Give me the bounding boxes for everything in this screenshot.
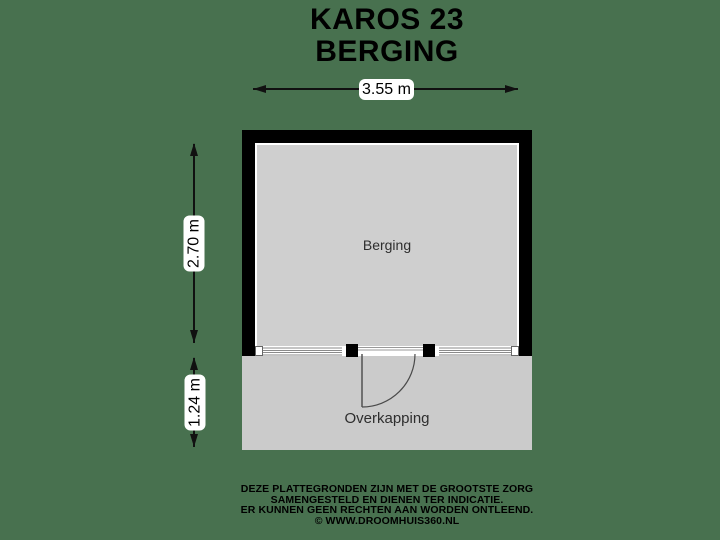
disclaimer: DEZE PLATTEGRONDEN ZIJN MET DE GROOTSTE … [207, 484, 567, 526]
page-title: KAROS 23 BERGING [241, 4, 533, 68]
arrow-down-icon [190, 330, 198, 343]
arrow-down-icon [190, 434, 198, 447]
post-left [346, 344, 358, 357]
frame-gap [342, 346, 346, 356]
wall-top [242, 130, 532, 143]
room-label-overkapping: Overkapping [344, 410, 430, 427]
dimension-overhang-depth-label: 1.24 m [184, 374, 206, 431]
room-label-berging: Berging [362, 237, 412, 253]
wall-right [519, 143, 532, 356]
dimension-room-depth-label: 2.70 m [183, 215, 205, 272]
disclaimer-copyright: © WWW.DROOMHUIS360.NL [314, 514, 460, 527]
arrow-up-icon [190, 357, 198, 370]
disclaimer-line-1: DEZE PLATTEGRONDEN ZIJN MET DE GROOTSTE … [240, 483, 534, 495]
door-threshold [358, 346, 423, 356]
arrow-right-icon [505, 85, 518, 93]
wall-left [242, 143, 255, 356]
glazed-front-wall [255, 346, 519, 356]
arrow-up-icon [190, 143, 198, 156]
post-right [423, 344, 435, 357]
dimension-width-label: 3.55 m [359, 79, 414, 100]
window-frame-cap-right [511, 346, 519, 356]
frame-gap [435, 346, 439, 356]
arrow-left-icon [253, 85, 266, 93]
room-floor-berging [255, 143, 519, 346]
disclaimer-line-3: ER KUNNEN GEEN RECHTEN AAN WORDEN ONTLEE… [240, 504, 534, 517]
window-left [263, 346, 342, 356]
disclaimer-line-2: SAMENGESTELD EN DIENEN TER INDICATIE. [270, 493, 504, 506]
window-right [439, 346, 513, 356]
window-frame-cap-left [255, 346, 263, 356]
door-swing-icon [361, 353, 416, 408]
overhang-area [242, 356, 532, 450]
title-line-project: KAROS 23 [309, 3, 465, 36]
title-line-room: BERGING [315, 35, 459, 68]
